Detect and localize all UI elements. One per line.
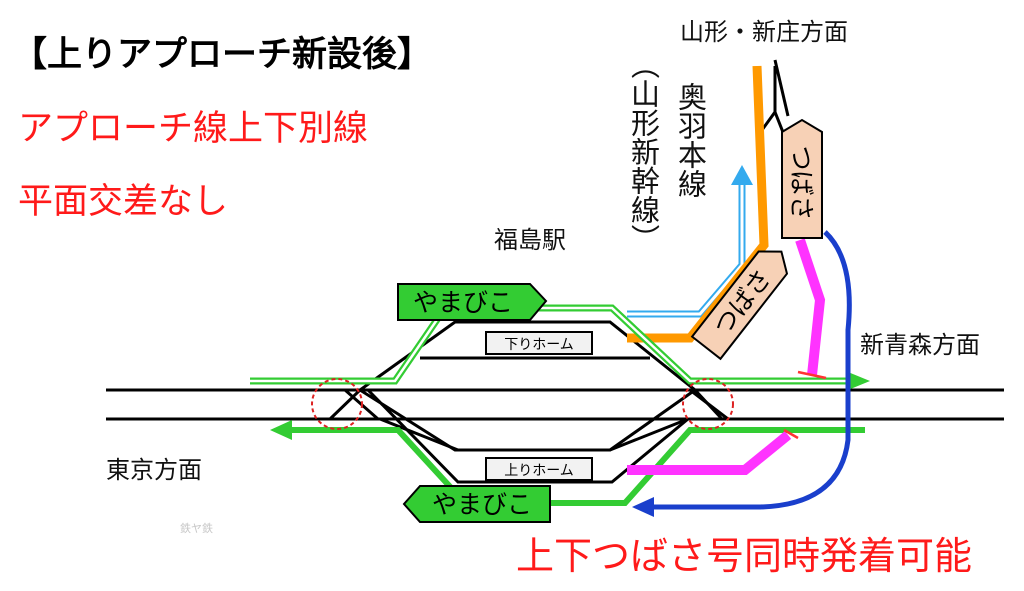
yamabiko-up-arrowhead (848, 372, 870, 390)
station-track-outline (328, 320, 724, 484)
watermark: 鉄ヤ鉄 (180, 522, 213, 535)
yamabiko-up-box (397, 283, 548, 321)
tsubasa-down-arrowhead (632, 497, 654, 517)
label-yamagata-shinjo: 山形・新庄方面 (680, 18, 848, 46)
page-title: 【上りアプローチ新設後】 (12, 35, 433, 75)
note-no-level-crossing: 平面交差なし (18, 182, 229, 222)
yamabiko-up-label: やまびこ (413, 288, 513, 317)
yamabiko-down-arrowhead (270, 420, 292, 440)
tsubasa-upper-label: つばさ (787, 145, 816, 220)
yamabiko-down-box (402, 485, 551, 523)
tsubasa-upper-box: つばさ (781, 118, 823, 239)
platform-up-box (485, 457, 593, 481)
note-approach-separate: アプローチ線上下別線 (18, 109, 369, 149)
platform-up-label: 上りホーム (504, 463, 574, 479)
label-tokyo: 東京方面 (106, 456, 202, 484)
label-fukushima-station: 福島駅 (494, 226, 566, 254)
note-simultaneous-departure: 上下つばさ号同時発着可能 (516, 534, 973, 578)
ou-line-path-inner (627, 185, 744, 316)
platform-down-box (485, 331, 593, 355)
crossing-circle-left (311, 378, 363, 430)
platform-down-label: 下りホーム (504, 337, 574, 353)
label-yamagata-shinkansen: （山形新幹線） (626, 50, 661, 253)
yamabiko-down-label: やまびこ (432, 490, 532, 519)
tsubasa-up-path (627, 238, 826, 475)
ou-line-arrowhead (731, 165, 753, 185)
label-ou-line: 奥羽本線 (673, 82, 708, 198)
label-shin-aomori: 新青森方面 (860, 331, 980, 359)
tsubasa-down-path (652, 230, 852, 510)
tsubasa-up-red-marks (783, 370, 827, 440)
crossing-circle-right (682, 378, 734, 430)
